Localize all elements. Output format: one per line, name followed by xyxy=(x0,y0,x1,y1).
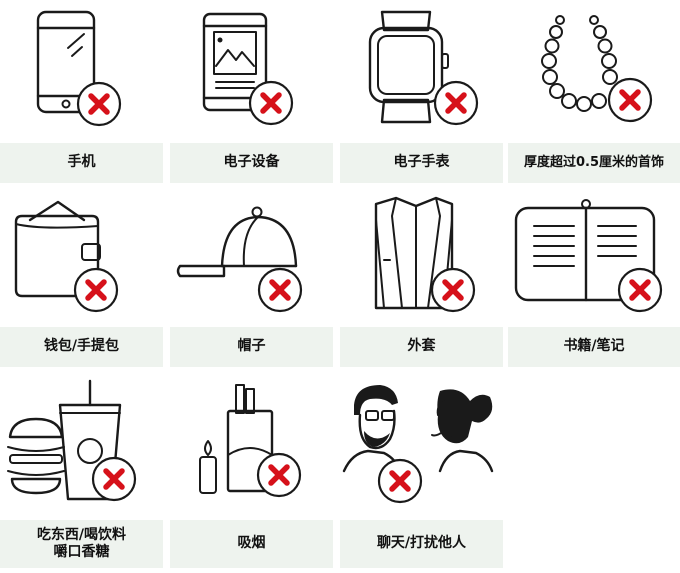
item-label: 手机 xyxy=(0,143,163,183)
item-label: 帽子 xyxy=(170,327,333,367)
item-notebook: 书籍/笔记 xyxy=(508,190,680,375)
item-label: 钱包/手提包 xyxy=(0,327,163,367)
item-coat: 外套 xyxy=(340,190,503,375)
item-mobile-phone: 手机 xyxy=(0,0,163,190)
cigarettes-lighter-icon xyxy=(199,384,302,498)
prohibited-x-icon xyxy=(377,458,423,504)
prohibited-x-icon xyxy=(91,456,137,502)
item-label: 外套 xyxy=(340,327,503,367)
coat-icon xyxy=(374,196,476,313)
prohibited-x-icon xyxy=(430,267,476,313)
bead-necklace-icon xyxy=(541,15,653,123)
prohibited-x-icon xyxy=(257,267,303,313)
item-jewelry: 厚度超过0.5厘米的首饰 xyxy=(508,0,680,190)
people-chatting-icon xyxy=(342,385,494,504)
prohibited-x-icon xyxy=(76,81,122,127)
prohibited-x-icon xyxy=(73,267,119,313)
burger-drink-icon xyxy=(7,379,137,502)
prohibited-x-icon xyxy=(256,452,302,498)
tablet-icon xyxy=(202,12,294,126)
wallet-icon xyxy=(14,200,119,313)
item-label: 电子设备 xyxy=(170,143,333,183)
smartwatch-icon xyxy=(368,10,479,126)
item-smartwatch: 电子手表 xyxy=(340,0,503,190)
item-label: 聊天/打扰他人 xyxy=(340,520,503,568)
prohibited-x-icon xyxy=(433,80,479,126)
item-label: 吃东西/喝饮料 嚼口香糖 xyxy=(0,520,163,568)
item-electronic-device: 电子设备 xyxy=(170,0,333,190)
item-label: 厚度超过0.5厘米的首饰 xyxy=(508,143,680,183)
prohibited-x-icon xyxy=(607,77,653,123)
notebook-icon xyxy=(514,199,663,313)
mobile-phone-icon xyxy=(36,10,122,127)
item-wallet: 钱包/手提包 xyxy=(0,190,163,375)
item-cap: 帽子 xyxy=(170,190,333,375)
item-label: 电子手表 xyxy=(340,143,503,183)
prohibited-x-icon xyxy=(617,267,663,313)
cap-icon xyxy=(176,206,303,313)
prohibited-x-icon xyxy=(248,80,294,126)
item-smoking: 吸烟 xyxy=(170,375,333,573)
item-label: 吸烟 xyxy=(170,520,333,568)
item-chatting: 聊天/打扰他人 xyxy=(340,375,503,573)
item-label: 书籍/笔记 xyxy=(508,327,680,367)
item-eating-drinking: 吃东西/喝饮料 嚼口香糖 xyxy=(0,375,163,573)
